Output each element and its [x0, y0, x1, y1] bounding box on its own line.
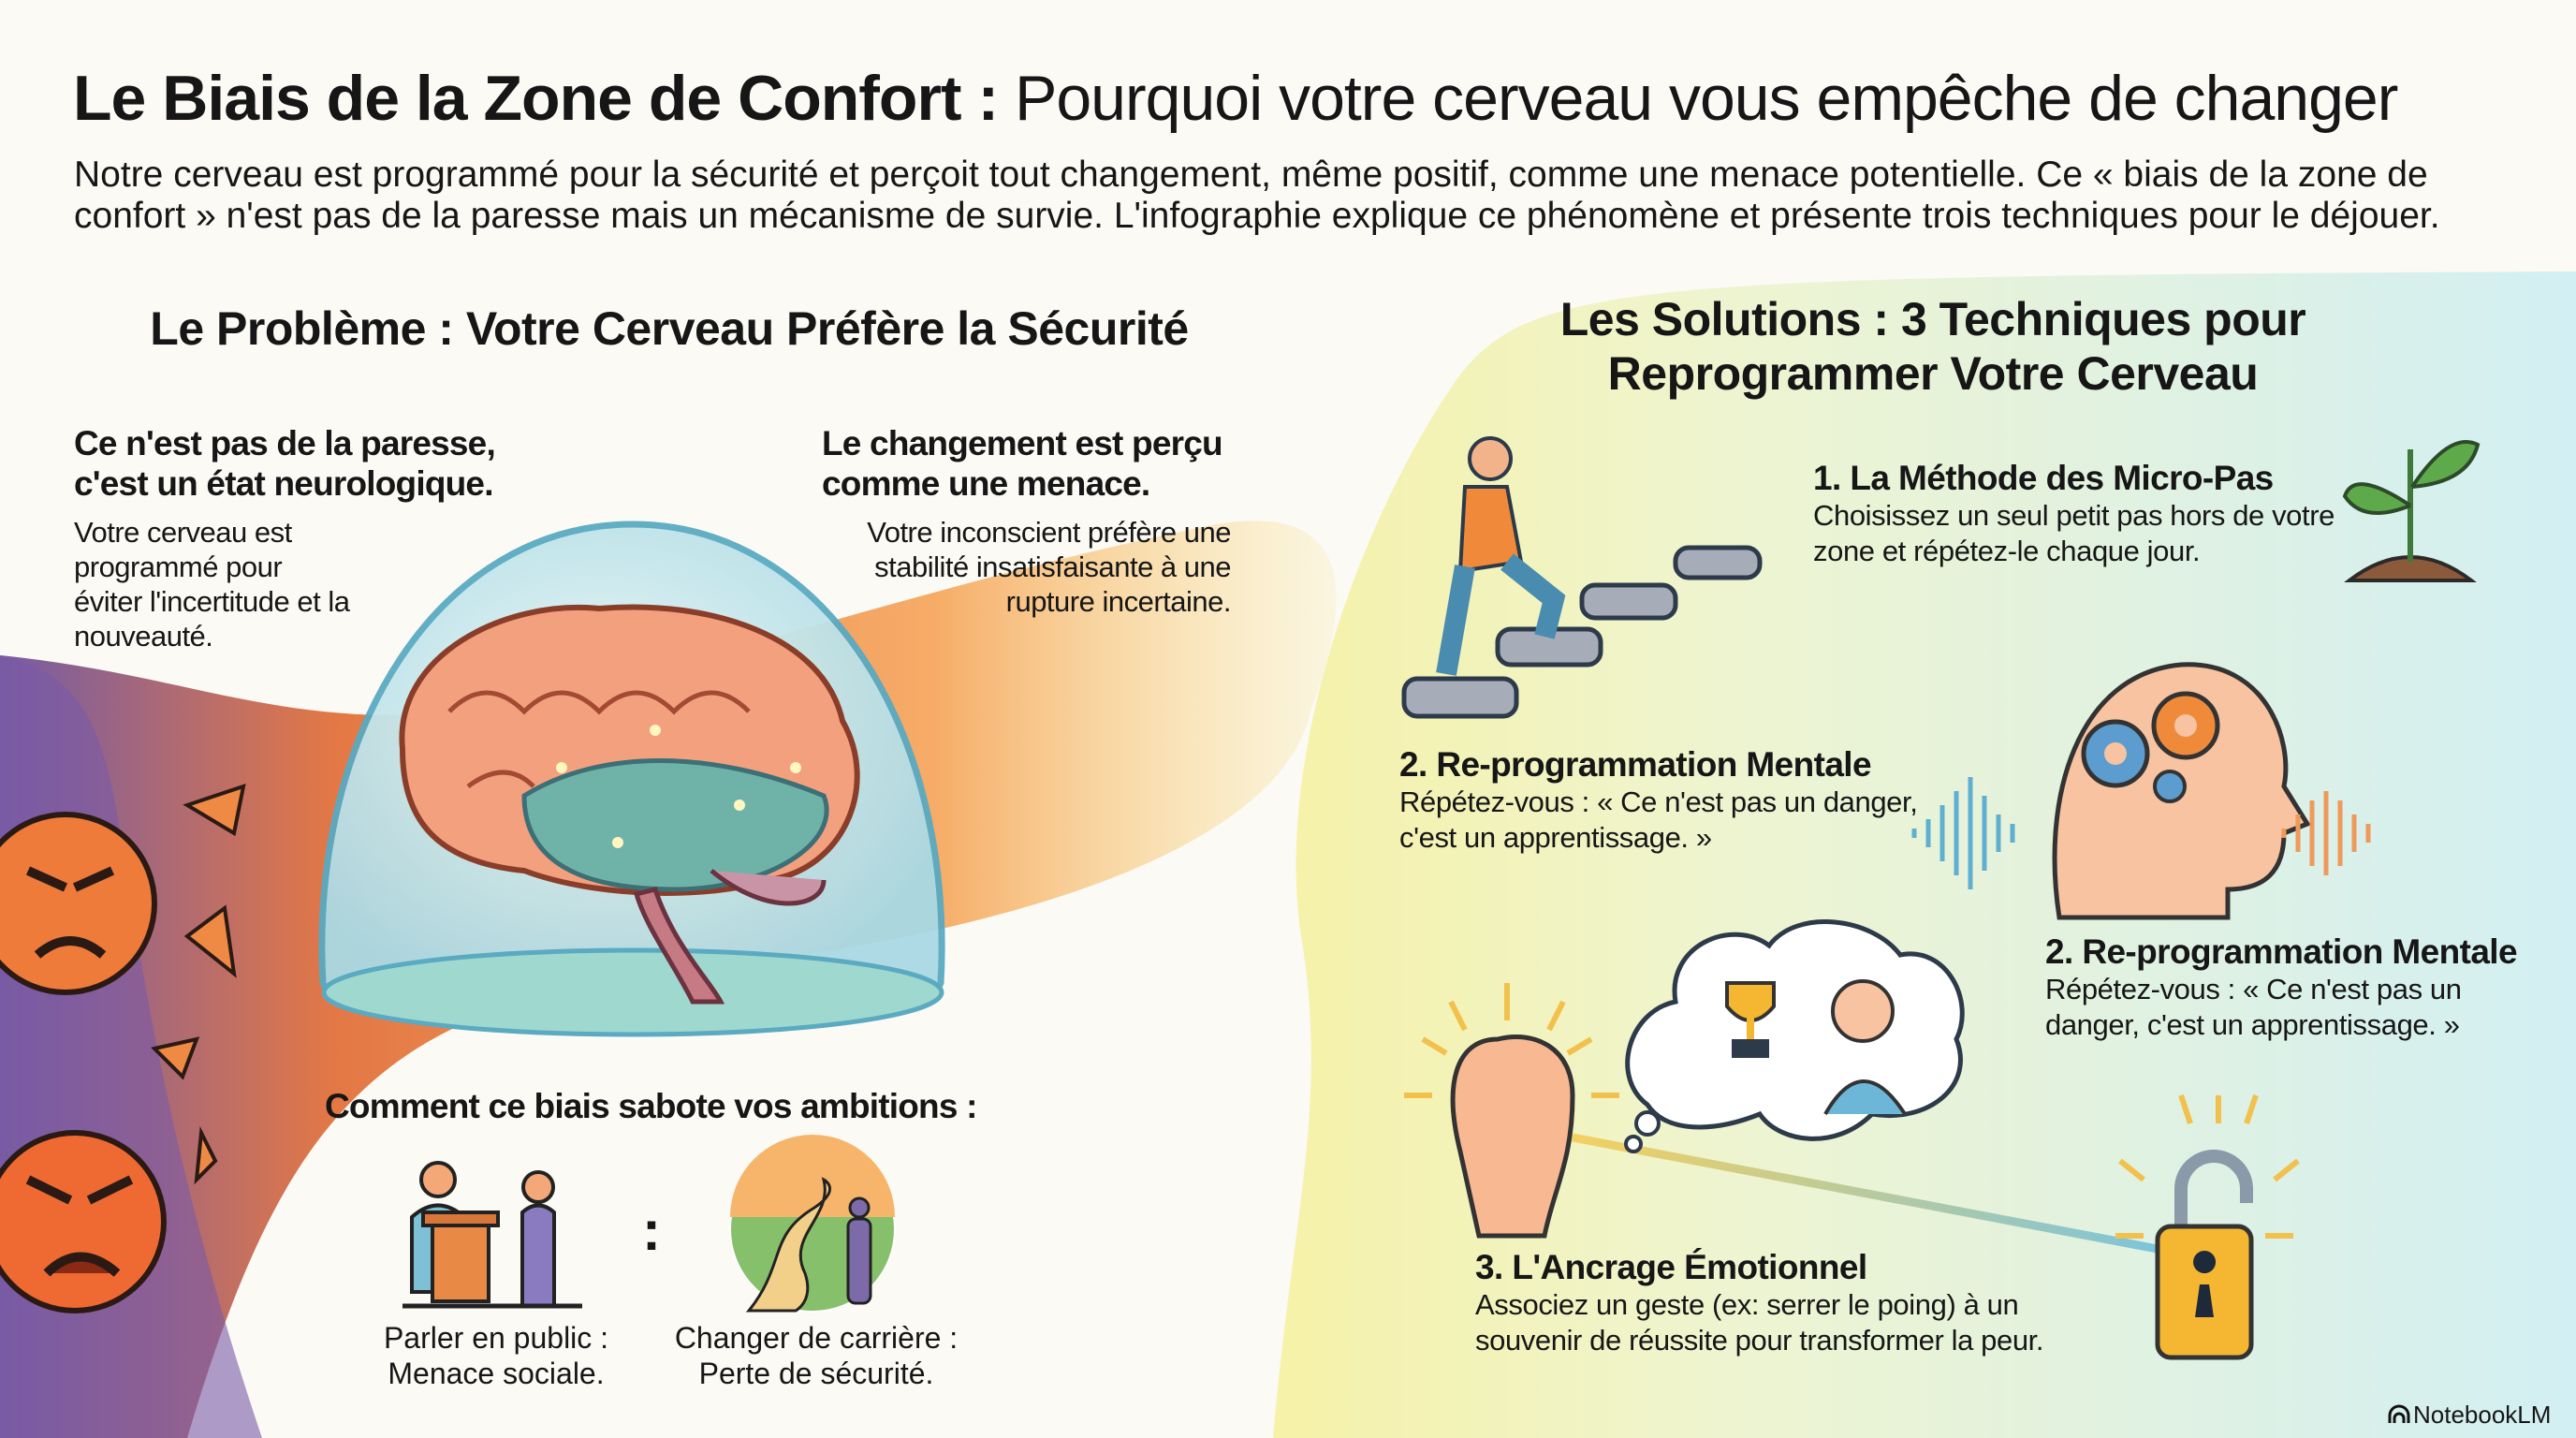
solution-mental-reprogramming: 2. Re-programmation Mentale Répétez-vous…	[1399, 745, 1918, 854]
sabotage-heading: Comment ce biais sabote vos ambitions :	[325, 1087, 977, 1125]
sabotage-item-career-change: Changer de carrière :Perte de sécurité.	[674, 1321, 959, 1390]
podium-icon	[402, 1161, 582, 1309]
flow-backdrop	[0, 521, 1337, 1438]
shard-icons	[151, 784, 246, 1185]
angry-face-icon	[0, 1130, 167, 1313]
brain-in-bubble-illustration	[318, 521, 945, 1037]
angry-face-icon	[0, 812, 157, 995]
fist-icon	[1404, 983, 1619, 1239]
notebooklm-branding: NotebookLM	[2413, 1401, 2552, 1429]
stepping-stones-person-icon	[1401, 436, 1763, 719]
sabotage-item-public-speaking: Parler en public :Menace sociale.	[383, 1321, 609, 1390]
problem-left-headline: Ce n'est pas de la paresse, c'est un éta…	[74, 424, 496, 503]
career-path-icon	[729, 1135, 896, 1313]
problem-right-body: Votre inconscient préfère une stabilité …	[867, 516, 1231, 618]
notebooklm-logo-icon	[2388, 1404, 2410, 1423]
problem-left-body: Votre cerveau est programmé pour éviter …	[74, 516, 350, 653]
solution-mental-reprogramming-duplicate: 2. Re-programmation Mentale Répétez-vous…	[2045, 932, 2518, 1041]
solution-emotional-anchoring: 3. L'Ancrage Émotionnel Associez un gest…	[1475, 1248, 2044, 1357]
anchor-ray	[1572, 1133, 2163, 1255]
problem-right-headline: Le changement est perçu comme une menace…	[822, 424, 1223, 503]
sabotage-separator: :	[642, 1199, 661, 1262]
unlocked-padlock-icon	[2115, 1094, 2300, 1360]
sound-wave-icon	[1911, 777, 2015, 889]
problem-heading: Le Problème : Votre Cerveau Préfère la S…	[150, 302, 1189, 355]
thought-cloud-icon	[1624, 919, 1965, 1153]
sound-wave-icon	[2281, 791, 2371, 875]
solution-micro-steps: 1. La Méthode des Micro-Pas Choisissez u…	[1813, 459, 2335, 567]
sprout-icon	[2342, 440, 2481, 582]
intro-text: Notre cerveau est programmé pour la sécu…	[74, 154, 2440, 236]
head-gears-icon	[2052, 662, 2311, 920]
page-title: Le Biais de la Zone de Confort : Pourquo…	[73, 63, 2398, 134]
